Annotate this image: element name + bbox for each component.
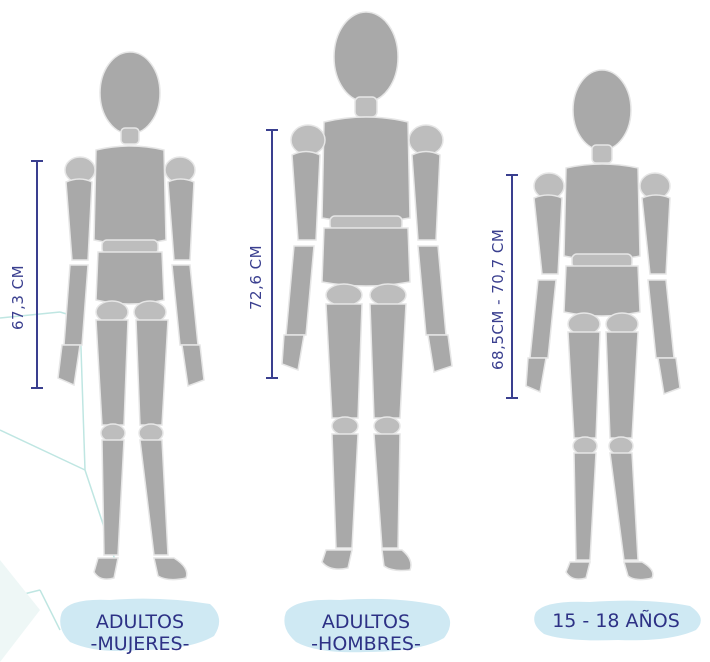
measure-label-men: 72,6 CM bbox=[247, 245, 265, 310]
decorative-triangle bbox=[0, 560, 40, 662]
caption-teens: 15 - 18 AÑOS bbox=[552, 609, 680, 632]
caption-women-line1: ADULTOS bbox=[96, 611, 184, 633]
measure-bar-men bbox=[266, 130, 278, 378]
measure-bar-women bbox=[31, 161, 43, 388]
measure-label-teens: 68,5CM - 70,7 CM bbox=[489, 229, 507, 370]
mannequin-men bbox=[282, 12, 452, 571]
measure-label-women: 67,3 CM bbox=[9, 265, 27, 330]
caption-women-line2: -MUJERES- bbox=[91, 633, 190, 655]
caption-men-line1: ADULTOS bbox=[322, 611, 410, 633]
caption-men-line2: -HOMBRES- bbox=[311, 633, 421, 655]
mannequin-women bbox=[58, 52, 204, 580]
mannequin-teens bbox=[526, 70, 680, 580]
measure-bar-teens bbox=[506, 175, 518, 398]
